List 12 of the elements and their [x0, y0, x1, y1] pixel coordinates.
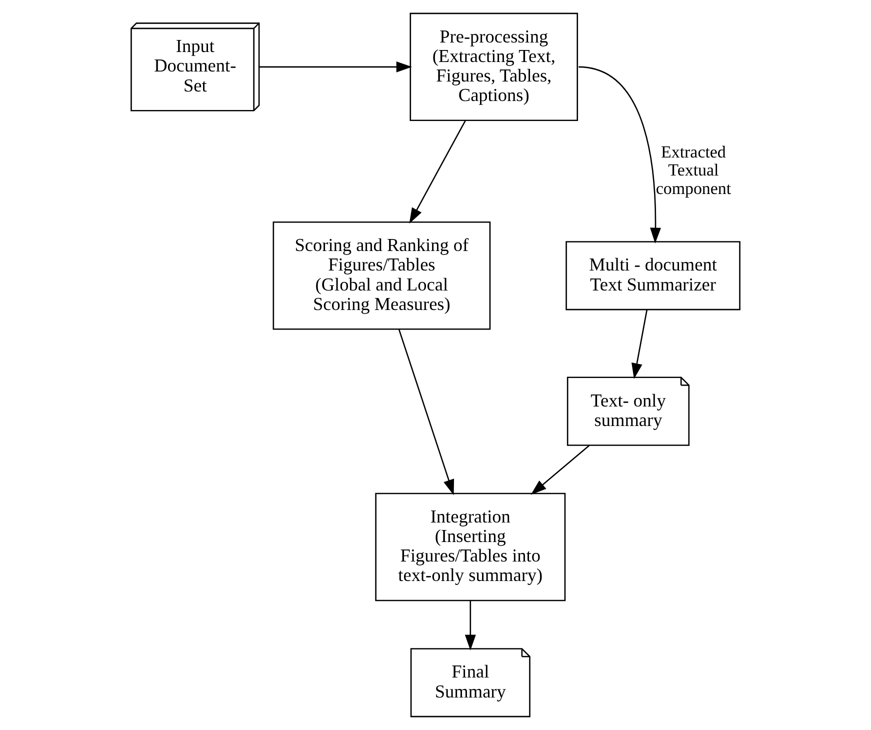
- arrow: [578, 66, 661, 244]
- arrow: [530, 445, 590, 495]
- node-box: Pre-processing (Extracting Text, Figures, Tables, Captions): [410, 12, 578, 122]
- node-box: Integration (Inserting Figures/Tables into text-only summary): [375, 492, 566, 602]
- arrow: [464, 600, 476, 650]
- arrow: [259, 61, 412, 72]
- arrow: [409, 120, 466, 224]
- edge-label: Extracted Textual component: [656, 142, 732, 198]
- node-box: Scoring and Ranking of Figures/Tables (Global and Local Scoring Measures): [272, 222, 491, 330]
- node-box: Multi - document Text Summarizer: [566, 241, 740, 310]
- arrow: [632, 310, 648, 379]
- arrow: [398, 329, 454, 496]
